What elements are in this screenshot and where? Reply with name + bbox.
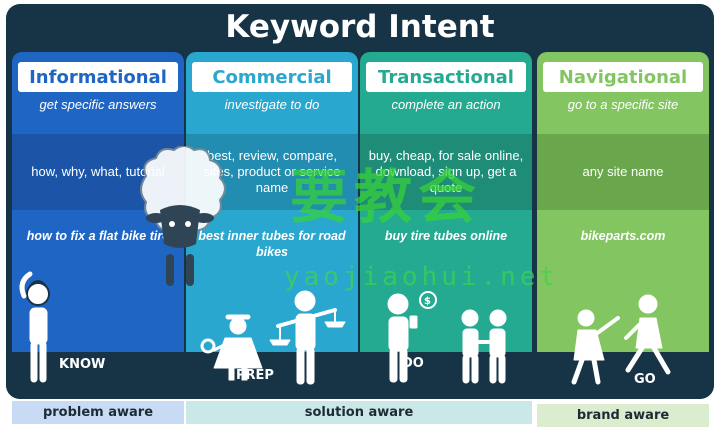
- watermark-url: yaojiaohui.net: [284, 262, 560, 292]
- column-subtitle: investigate to do: [224, 97, 320, 112]
- stage-label-do: DO: [402, 356, 424, 371]
- column-example: bikeparts.com: [580, 229, 666, 243]
- keywords-text: how, why, what, tutorial: [31, 164, 165, 179]
- awareness-solution: solution aware: [186, 401, 532, 424]
- column-example: best inner tubes for road bikes: [198, 229, 346, 259]
- keywords-text: any site name: [582, 164, 664, 179]
- awareness-problem: problem aware: [12, 401, 184, 424]
- ground-strip: [6, 352, 714, 399]
- watermark-text: 要教会: [290, 163, 483, 231]
- awareness-brand: brand aware: [537, 404, 709, 427]
- column-subtitle: get specific answers: [39, 97, 157, 112]
- column-heading: Informational: [18, 62, 178, 92]
- stage-label-prep: PREP: [236, 368, 274, 383]
- stage-label-know: KNOW: [59, 357, 106, 372]
- keywords-text: buy, cheap, for sale online, download, s…: [368, 148, 524, 195]
- keywords-text: best, review, compare, sites, product or…: [203, 148, 341, 195]
- column-heading: Navigational: [543, 62, 703, 92]
- column-subtitle: complete an action: [391, 97, 501, 112]
- column-heading: Commercial: [192, 62, 352, 92]
- page-title: Keyword Intent: [225, 9, 495, 45]
- sheep-watermark-icon: [140, 146, 226, 286]
- column-keywords: any site name: [537, 134, 709, 210]
- column-heading: Transactional: [366, 62, 526, 92]
- column-subtitle: go to a specific site: [567, 97, 679, 112]
- column-example: how to fix a flat bike tire: [26, 229, 170, 243]
- column-example: buy tire tubes online: [384, 229, 508, 243]
- column-navigational: Navigational go to a specific site any s…: [537, 52, 709, 354]
- stage-label-go: GO: [634, 372, 656, 387]
- column-keywords: buy, cheap, for sale online, download, s…: [360, 134, 532, 210]
